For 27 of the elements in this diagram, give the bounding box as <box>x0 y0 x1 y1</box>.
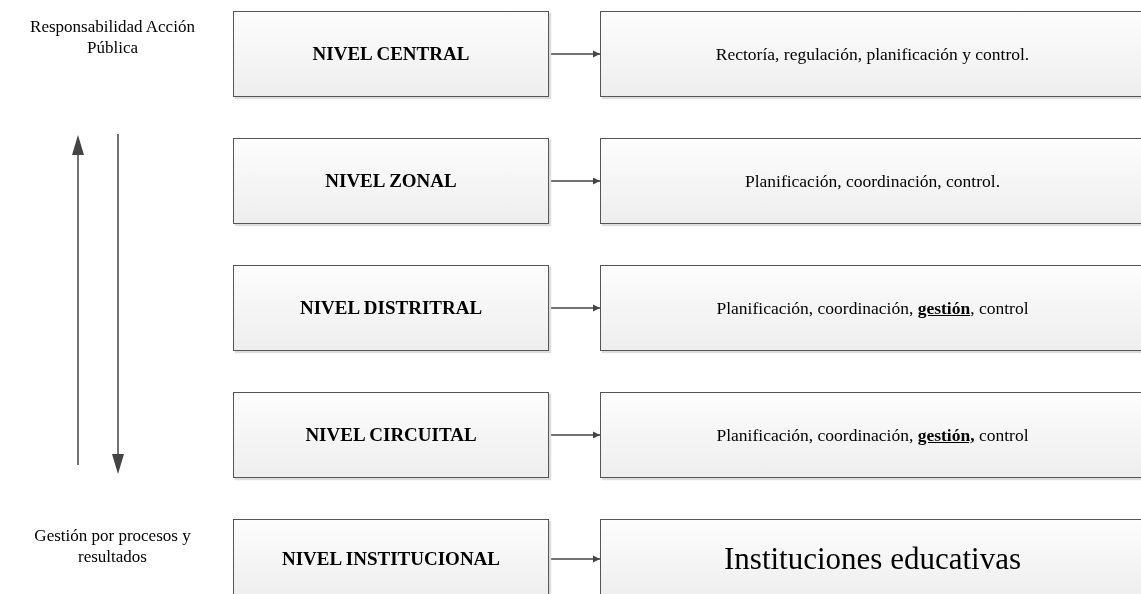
arrow <box>548 50 601 58</box>
level-name: NIVEL ZONAL <box>325 170 457 192</box>
level-box <box>233 392 549 478</box>
level-name: NIVEL INSTITUCIONAL <box>281 548 500 570</box>
level-name: NIVEL DISTRITRAL <box>299 297 483 319</box>
arrow <box>548 304 601 312</box>
description-box <box>600 519 1141 594</box>
description-box <box>600 392 1141 478</box>
description-box <box>600 11 1141 97</box>
description-text: Planificación, coordinación, control. <box>744 170 1001 192</box>
arrow <box>548 431 601 439</box>
level-name: NIVEL CENTRAL <box>312 43 470 65</box>
arrow <box>548 177 601 185</box>
description-text: Planificación, coordinación, gestión, control <box>716 297 1029 319</box>
side-note: Gestión por procesos y resultados <box>33 525 192 568</box>
level-box <box>233 138 549 224</box>
level-box <box>233 265 549 351</box>
arrow <box>548 555 601 563</box>
description-box <box>600 138 1141 224</box>
description-text: Instituciones educativas <box>724 541 1021 577</box>
level-name: NIVEL CIRCUITAL <box>305 424 477 446</box>
description-text: Planificación, coordinación, gestión, control <box>716 424 1029 446</box>
side-note: Responsabilidad Acción Pública <box>29 16 196 59</box>
description-box <box>600 265 1141 351</box>
level-box <box>233 519 549 594</box>
level-box <box>233 11 549 97</box>
description-text: Rectoría, regulación, planificación y control. <box>715 43 1030 65</box>
